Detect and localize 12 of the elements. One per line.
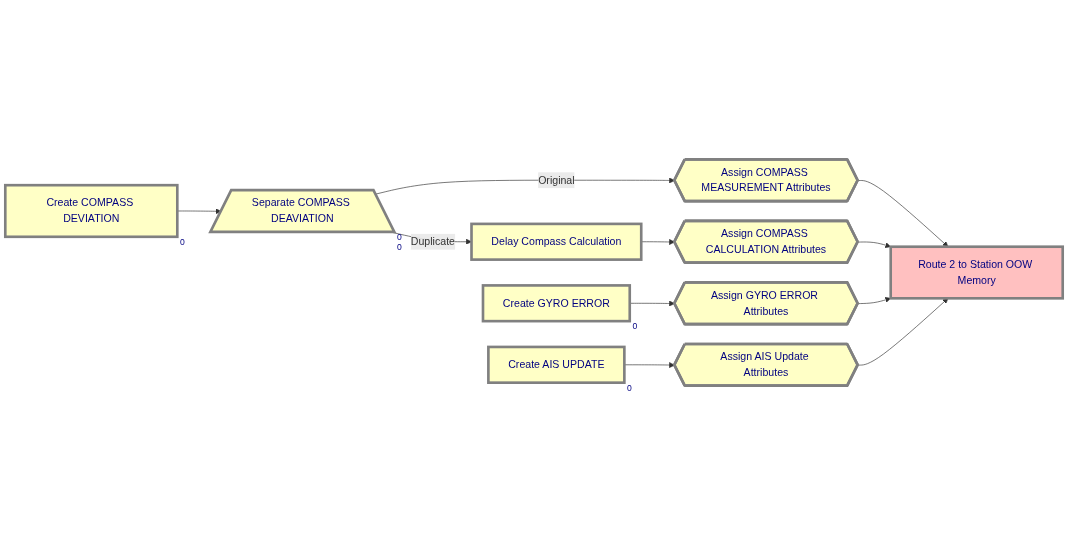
node-box: Route 2 to Station OOW Memory — [889, 245, 1065, 300]
counter-value: 0 — [396, 242, 402, 253]
counter-value: 0 — [627, 382, 632, 393]
node-box: Create GYRO ERROR — [481, 284, 632, 323]
counter-value: 0 — [396, 231, 402, 242]
edge-label: Duplicate — [410, 235, 455, 248]
edge-label: Original — [538, 174, 575, 186]
node-box: Create AIS UPDATE — [487, 345, 626, 384]
counter-value: 0 — [179, 236, 185, 247]
node-box: Delay Compass Calculation — [470, 222, 643, 261]
node-box: Create COMPASS DEVIATION — [3, 183, 179, 239]
counter-value: 0 — [632, 321, 638, 332]
